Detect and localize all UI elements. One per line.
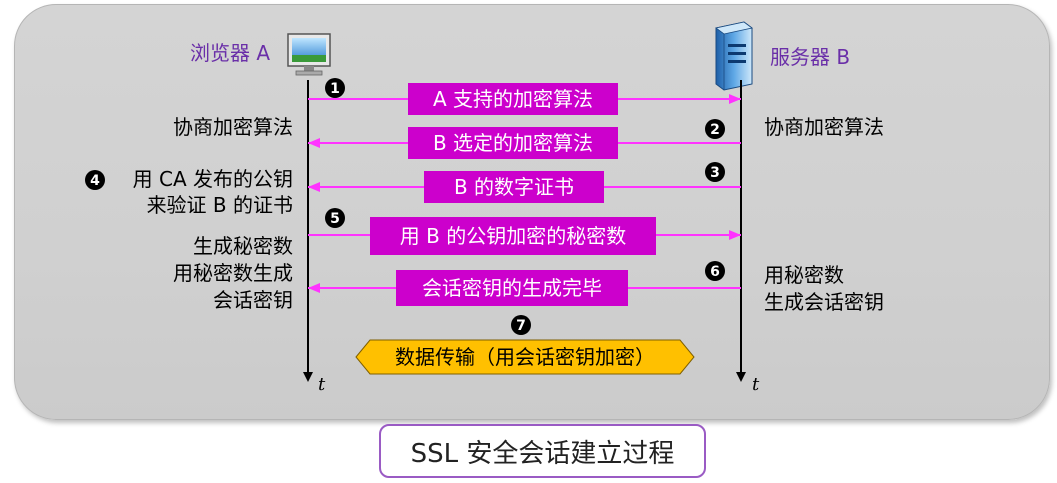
message-6: 会话密钥的生成完毕 [396, 270, 628, 306]
server-timeline [736, 80, 746, 382]
browser-timeline [303, 80, 313, 382]
timelines [303, 80, 746, 382]
message-label-2: B 选定的加密算法 [433, 131, 593, 155]
message-box-2 [408, 127, 618, 159]
message-3: B 的数字证书 [424, 171, 604, 203]
svg-text:4: 4 [90, 173, 100, 189]
browser-note-gen-3: 会话密钥 [213, 288, 293, 312]
message-7: 数据传输（用会话密钥加密） [355, 339, 695, 375]
server-icon [715, 21, 753, 91]
browser-note-gen-2: 用秘密数生成 [173, 261, 293, 285]
step-badge-6: 6 [705, 261, 725, 281]
server-note-gen-1: 用秘密数 [764, 263, 844, 287]
server-note-negotiate: 协商加密算法 [764, 115, 884, 139]
message-2: B 选定的加密算法 [408, 127, 618, 159]
message-label-6: 会话密钥的生成完毕 [422, 276, 602, 300]
message-box-6 [396, 270, 628, 306]
browser-time-label: t [318, 374, 326, 395]
message-label-7: 数据传输（用会话密钥加密） [395, 345, 655, 369]
message-box-5 [370, 217, 656, 255]
step-badge-1: 1 [325, 78, 345, 98]
message-label-1: A 支持的加密算法 [433, 87, 593, 111]
server-time-label: t [752, 374, 760, 395]
diagram-caption: SSL 安全会话建立过程 [379, 424, 706, 478]
browser-note-verify-1: 用 CA 发布的公钥 [133, 167, 293, 191]
server-note-gen-2: 生成会话密钥 [764, 290, 884, 314]
step-badge-5: 5 [325, 208, 345, 228]
message-5: 用 B 的公钥加密的秘密数 [370, 217, 656, 255]
message-label-5: 用 B 的公钥加密的秘密数 [400, 224, 626, 248]
message-box-1 [408, 83, 618, 115]
browser-note-gen-1: 生成秘密数 [193, 234, 293, 258]
data-transfer-arrow [355, 339, 695, 375]
step-badge-4: 4 [85, 170, 105, 190]
svg-text:2: 2 [710, 122, 720, 138]
svg-text:7: 7 [516, 318, 526, 334]
browser-label: 浏览器 A [190, 41, 270, 65]
browser-note-verify-2: 来验证 B 的证书 [147, 193, 293, 217]
svg-text:1: 1 [330, 81, 340, 97]
message-label-3: B 的数字证书 [454, 175, 574, 199]
server-label: 服务器 B [770, 45, 850, 69]
svg-text:5: 5 [330, 211, 340, 227]
svg-text:6: 6 [710, 264, 720, 280]
step-badge-7: 7 [511, 315, 531, 335]
step-badge-2: 2 [705, 119, 725, 139]
svg-text:3: 3 [710, 165, 720, 181]
message-1: A 支持的加密算法 [408, 83, 618, 115]
step-badge-3: 3 [705, 162, 725, 182]
browser-note-negotiate: 协商加密算法 [173, 115, 293, 139]
monitor-icon [287, 33, 331, 76]
message-box-3 [424, 171, 604, 203]
